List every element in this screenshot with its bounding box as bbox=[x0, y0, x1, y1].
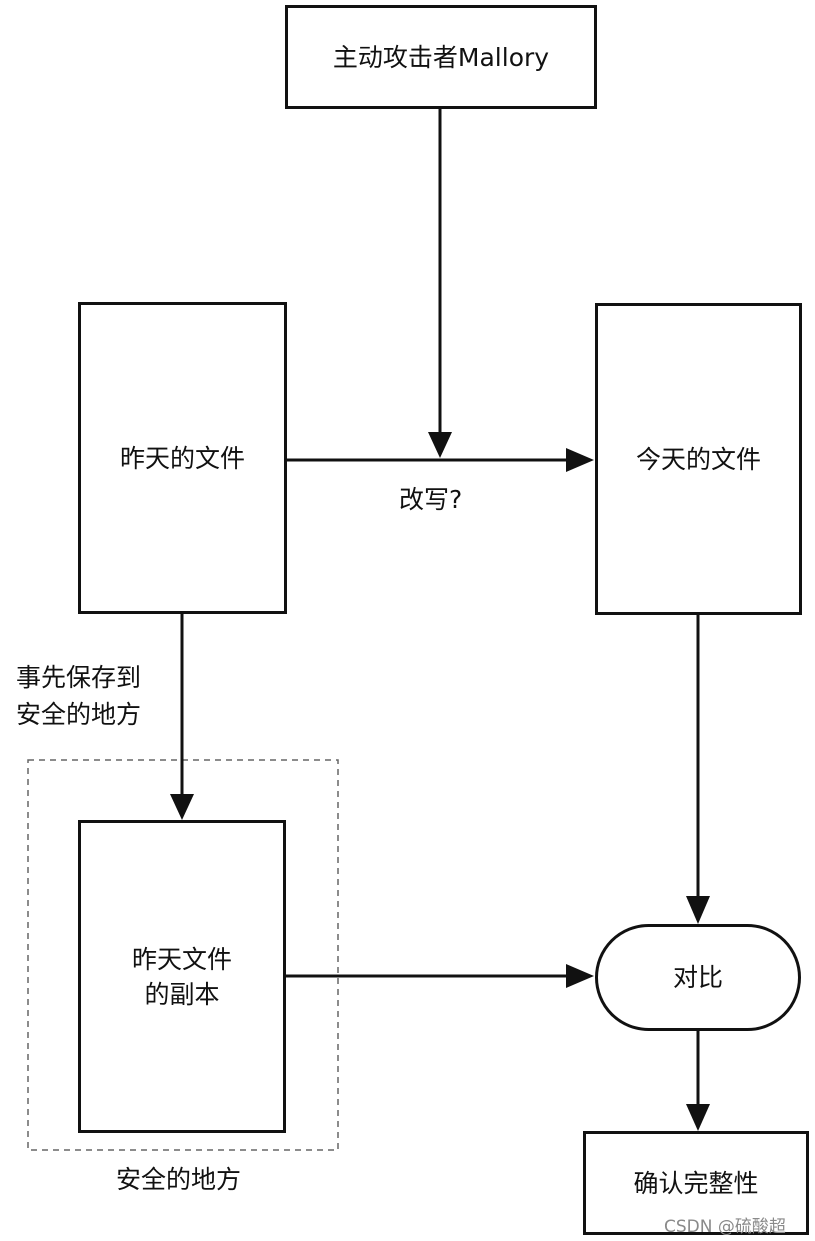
compare-node: 对比 bbox=[595, 924, 801, 1031]
today-file-node: 今天的文件 bbox=[595, 303, 802, 615]
yesterday-copy-label-line1: 昨天文件 bbox=[131, 944, 232, 974]
confirm-integrity-node: 确认完整性 bbox=[583, 1131, 809, 1235]
yesterday-file-label: 昨天的文件 bbox=[119, 443, 245, 473]
edge-yesterday-to-copy bbox=[170, 613, 194, 820]
edge-attacker-to-rewrite bbox=[428, 108, 452, 458]
safe-region-label: 安全的地方 bbox=[116, 1165, 242, 1194]
yesterday-copy-node: 昨天文件 的副本 bbox=[78, 820, 286, 1133]
yesterday-copy-label-line2: 的副本 bbox=[144, 979, 220, 1009]
edge-yesterday-to-today bbox=[286, 448, 594, 472]
attacker-node: 主动攻击者Mallory bbox=[285, 5, 597, 109]
edge-compare-to-confirm bbox=[686, 1030, 710, 1131]
compare-label: 对比 bbox=[672, 963, 723, 992]
yesterday-file-node: 昨天的文件 bbox=[78, 302, 287, 614]
edge-today-to-compare bbox=[686, 614, 710, 924]
save-edge-label-line1: 事先保存到 bbox=[16, 663, 142, 692]
attacker-label: 主动攻击者Mallory bbox=[332, 42, 550, 72]
rewrite-edge-label: 改写? bbox=[399, 485, 463, 514]
today-file-label: 今天的文件 bbox=[635, 444, 761, 474]
edge-copy-to-compare bbox=[285, 964, 594, 988]
save-edge-label-line2: 安全的地方 bbox=[16, 700, 142, 729]
confirm-integrity-label: 确认完整性 bbox=[633, 1168, 759, 1198]
watermark: CSDN @硫酸超 bbox=[664, 1217, 786, 1237]
